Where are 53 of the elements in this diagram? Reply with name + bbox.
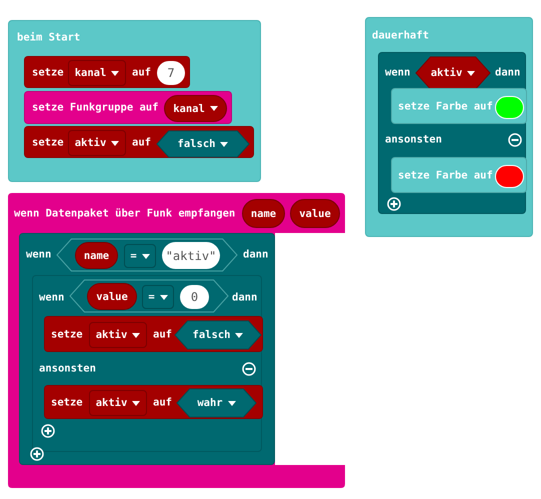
block-label: setze (32, 136, 64, 150)
block-label: dann (232, 292, 258, 304)
dropdown-field: aktiv (68, 130, 126, 156)
code-block (44, 316, 263, 352)
dropdown-field: aktiv (89, 390, 147, 416)
dropdown-field: kanal (68, 60, 126, 86)
boolean-block: wahr (177, 389, 256, 417)
boolean-block: aktiv (416, 57, 490, 89)
code-block (24, 126, 254, 158)
event-block (8, 193, 345, 488)
dropdown-field: = (142, 285, 174, 309)
code-block (391, 88, 527, 124)
value-field: "aktiv" (162, 242, 220, 269)
code-block (19, 233, 275, 465)
code-block (391, 157, 527, 193)
code-block (32, 275, 262, 452)
block-label: ansonsten (385, 134, 442, 146)
block-label: beim Start (17, 32, 80, 44)
block-label: setze Funkgruppe auf (32, 102, 158, 114)
block-label: setze (51, 328, 83, 342)
block-label: auf (132, 136, 151, 150)
boolean-block: falsch (175, 321, 261, 349)
dropdown-field: = (124, 244, 156, 268)
block-label: dann (495, 66, 520, 80)
block-label: dauerhaft (372, 30, 429, 42)
variable-pill: value (87, 283, 137, 310)
block-label: setze (51, 396, 83, 410)
block-label: ansonsten (39, 362, 96, 376)
event-block (365, 17, 533, 237)
boolean-block: falsch (157, 131, 249, 157)
block-label: setze Farbe auf (398, 170, 493, 182)
block-label: setze Farbe auf (398, 100, 493, 114)
block-label: setze (32, 66, 64, 80)
block-label: dann (243, 248, 268, 262)
code-block (378, 52, 526, 214)
block-label: wenn Datenpaket über Funk empfangen (14, 208, 236, 220)
code-block (44, 385, 263, 419)
code-block (24, 56, 190, 88)
variable-pill: kanal (164, 95, 227, 122)
block-label: auf (153, 396, 172, 410)
code-block (24, 91, 232, 124)
block-label: auf (153, 328, 172, 342)
comparison-block (57, 239, 237, 271)
block-label: auf (132, 66, 151, 80)
block-label: wenn (26, 248, 52, 262)
block-label: wenn (39, 292, 64, 304)
value-field: 7 (157, 61, 185, 85)
comparison-block (70, 280, 228, 312)
dropdown-field: aktiv (89, 322, 147, 348)
color-swatch (495, 96, 524, 119)
event-block (8, 20, 261, 182)
color-swatch (495, 165, 524, 188)
block-label: wenn (385, 66, 410, 80)
